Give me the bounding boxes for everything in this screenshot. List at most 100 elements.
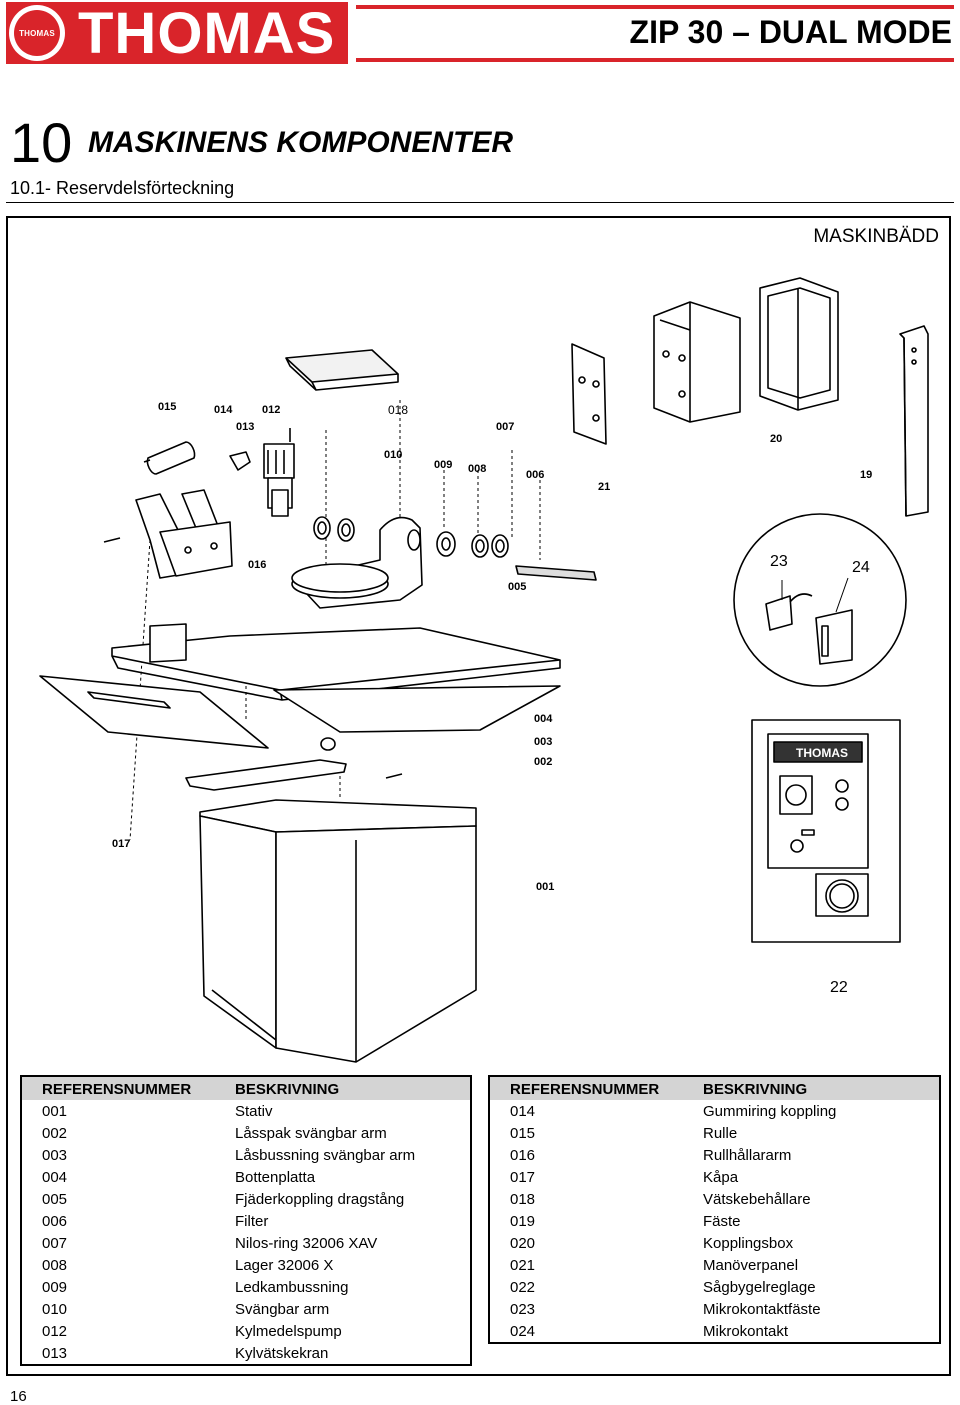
table-row: 010 Svängbar arm xyxy=(21,1298,471,1320)
cover-drawing xyxy=(39,675,561,749)
callout-24: 24 xyxy=(852,559,870,576)
table-row: 006 Filter xyxy=(21,1210,471,1232)
description-cell: Låsspak svängbar arm xyxy=(235,1124,387,1142)
callout-018: 018 xyxy=(388,403,408,417)
description-cell: Bottenplatta xyxy=(235,1168,316,1186)
reference-number-cell: 013 xyxy=(42,1344,68,1362)
callout-002: 002 xyxy=(534,756,552,768)
reference-number-cell: 016 xyxy=(510,1146,536,1164)
callout-23: 23 xyxy=(770,553,788,570)
logo-badge-text: THOMAS xyxy=(19,29,55,38)
description-cell: Mikrokontaktfäste xyxy=(703,1300,821,1318)
reference-number-cell: 015 xyxy=(510,1124,536,1142)
coolant-tap-drawing xyxy=(229,451,251,471)
callout-008: 008 xyxy=(468,463,486,475)
description-cell: Sågbygelreglage xyxy=(703,1278,816,1296)
description-cell: Ledkambussning xyxy=(235,1278,349,1296)
callout-006: 006 xyxy=(526,469,544,481)
description-cell: Stativ xyxy=(235,1102,273,1120)
lock-lever-drawing xyxy=(185,737,403,791)
description-cell: Kopplingsbox xyxy=(703,1234,794,1252)
reference-number-cell: 010 xyxy=(42,1300,68,1318)
description-cell: Fäste xyxy=(703,1212,741,1230)
bracket-drawing xyxy=(899,325,929,517)
callout-003: 003 xyxy=(534,736,552,748)
reference-number-cell: 019 xyxy=(510,1212,536,1230)
table-header-row: REFERENSNUMMER BESKRIVNING xyxy=(21,1076,471,1100)
reference-number-cell: 009 xyxy=(42,1278,68,1296)
description-cell: Nilos-ring 32006 XAV xyxy=(235,1234,378,1252)
junction-box-drawing xyxy=(653,301,741,423)
table-row: 020 Kopplingsbox xyxy=(489,1232,940,1254)
coolant-tank-drawing xyxy=(285,349,399,391)
table-row: 018 Vätskebehållare xyxy=(489,1188,940,1210)
logo-badge-icon: THOMAS xyxy=(9,5,65,61)
reference-number-cell: 021 xyxy=(510,1256,536,1274)
description-cell: Gummiring koppling xyxy=(703,1102,837,1120)
callout-012: 012 xyxy=(262,404,280,416)
callout-005: 005 xyxy=(508,581,526,593)
reference-number-cell: 007 xyxy=(42,1234,68,1252)
description-cell: Rulle xyxy=(703,1124,738,1142)
roller-drawing xyxy=(143,441,196,475)
table-row: 015 Rulle xyxy=(489,1122,940,1144)
table-row: 023 Mikrokontaktfäste xyxy=(489,1298,940,1320)
callout-016: 016 xyxy=(248,559,266,571)
reference-number-cell: 001 xyxy=(42,1102,68,1120)
reference-number-cell: 006 xyxy=(42,1212,68,1230)
control-panel-plate-drawing xyxy=(571,343,607,445)
column-header-reference: REFERENSNUMMER xyxy=(489,1076,683,1100)
subsection-rule xyxy=(6,202,954,203)
control-panel-drawing xyxy=(751,719,901,943)
coolant-pump-drawing xyxy=(263,428,295,517)
panel-logo-text: THOMAS xyxy=(796,746,848,760)
description-cell: Lager 32006 X xyxy=(235,1256,334,1274)
callout-014: 014 xyxy=(214,404,233,416)
callout-004: 004 xyxy=(534,713,553,725)
callout-017: 017 xyxy=(112,838,130,850)
reference-number-cell: 024 xyxy=(510,1322,536,1340)
logo-wordmark: THOMAS xyxy=(78,1,336,66)
reference-number-cell: 020 xyxy=(510,1234,536,1252)
description-cell: Filter xyxy=(235,1212,269,1230)
column-header-description: BESKRIVNING xyxy=(215,1076,471,1100)
column-header-reference: REFERENSNUMMER xyxy=(21,1076,215,1100)
section-number: 10 xyxy=(10,111,73,174)
section-title: MASKINENS KOMPONENTER xyxy=(88,126,514,159)
description-cell: Vätskebehållare xyxy=(703,1190,811,1208)
callout-010: 010 xyxy=(384,449,402,461)
callout-007: 007 xyxy=(496,421,514,433)
reference-number-cell: 018 xyxy=(510,1190,536,1208)
reference-number-cell: 008 xyxy=(42,1256,68,1274)
table-row: 007 Nilos-ring 32006 XAV xyxy=(21,1232,471,1254)
figure-label: MASKINBÄDD xyxy=(813,226,939,247)
table-row: 008 Lager 32006 X xyxy=(21,1254,471,1276)
callout-20: 20 xyxy=(770,433,782,445)
description-cell: Mikrokontakt xyxy=(703,1322,789,1340)
stand-drawing xyxy=(199,799,477,1063)
reference-number-cell: 023 xyxy=(510,1300,536,1318)
exploded-parts-diagram: 015 014 012 013 018 007 010 009 008 006 … xyxy=(39,277,929,1063)
description-cell: Kåpa xyxy=(703,1168,739,1186)
reference-number-cell: 012 xyxy=(42,1322,68,1340)
callout-19: 19 xyxy=(860,469,872,481)
table-row: 024 Mikrokontakt xyxy=(489,1320,940,1343)
reference-number-cell: 002 xyxy=(42,1124,68,1142)
document-title: ZIP 30 – DUAL MODE xyxy=(629,14,952,50)
callout-22: 22 xyxy=(830,979,848,996)
header-rule-bottom xyxy=(356,58,954,62)
reference-number-cell: 003 xyxy=(42,1146,68,1164)
microswitch-detail-drawing xyxy=(733,513,907,687)
description-cell: Svängbar arm xyxy=(235,1300,330,1318)
junction-box-cover-drawing xyxy=(759,277,839,411)
